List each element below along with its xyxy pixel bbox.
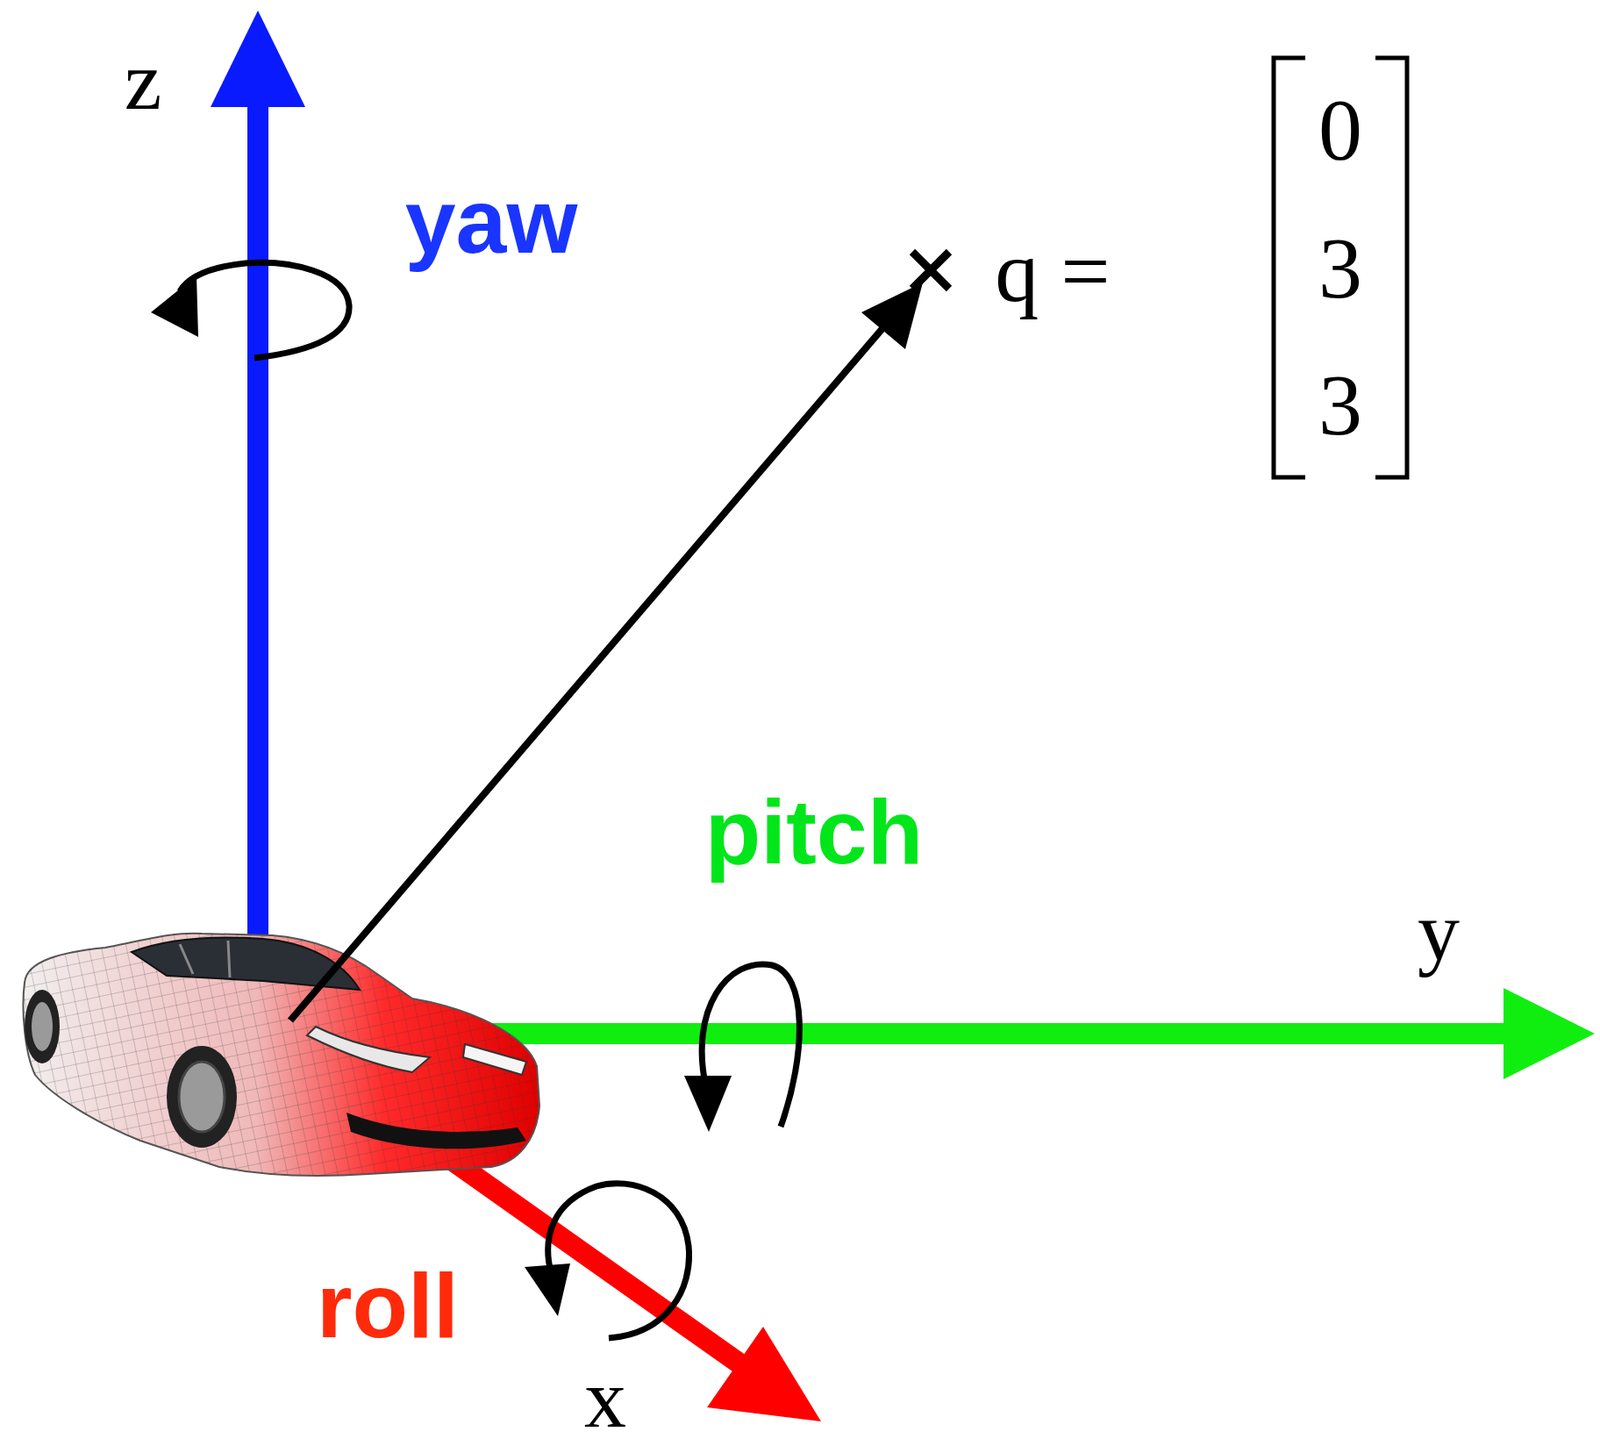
y-axis [456,987,1595,1079]
rotation-label: pitch [705,785,923,878]
vector-symbol: q = [994,228,1110,316]
matrix-entry: 0 [1318,85,1363,174]
matrix-entry: 3 [1318,361,1363,450]
matrix-brackets [1273,57,1408,478]
matrix-entry: 3 [1318,224,1363,313]
yaw-rotation-arrow [150,262,350,358]
roll-rotation-arrow [524,1183,690,1338]
rotation-label: yaw [405,175,579,267]
axis-label: z [124,38,163,123]
pitch-rotation-arrow [684,964,800,1132]
axis-label: x [584,1356,627,1441]
car-illustration [23,933,541,1176]
rotation-label: roll [316,1259,459,1351]
position-vector [290,251,950,1021]
z-axis [210,10,306,957]
axis-label: y [1417,889,1460,974]
x-axis [449,1157,822,1422]
